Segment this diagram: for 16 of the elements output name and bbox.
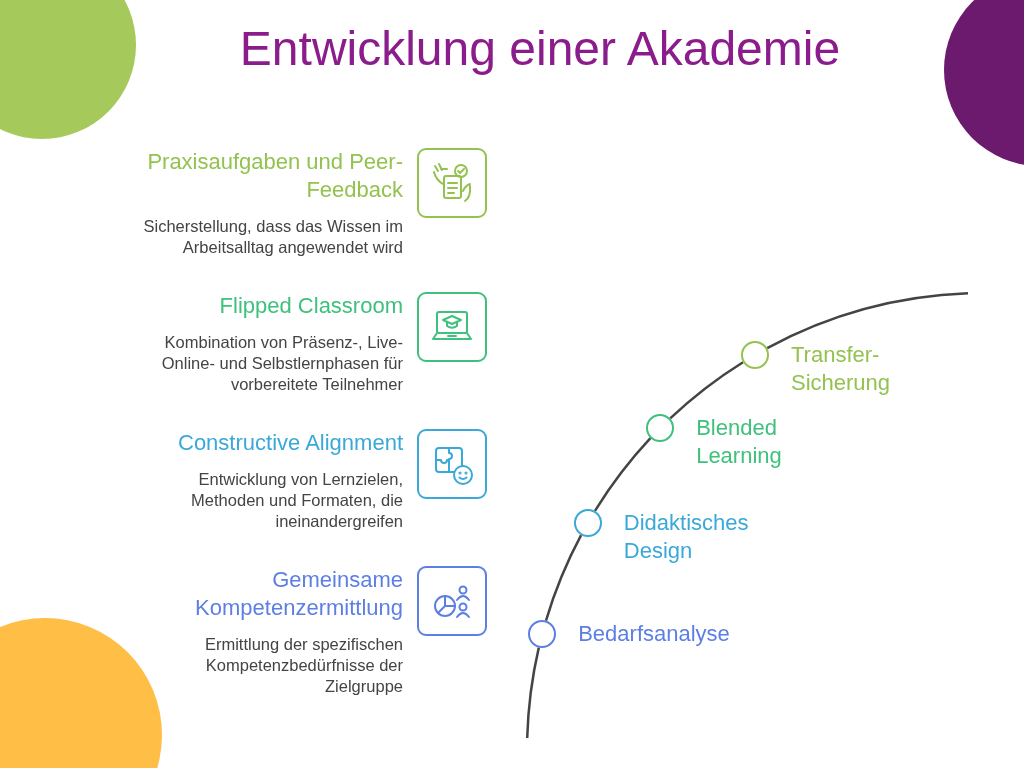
step-title: Flipped Classroom [218,292,403,320]
step-label: Blended Learning [696,414,783,471]
diagram-title: Entwicklung einer Akademie [238,21,842,77]
step-description: Entwicklung von Lernzielen, Methoden und Formaten, die ineinandergreifen [190,469,403,532]
step-label: Bedarfsanalyse [578,620,731,649]
step-title: Gemeinsame Kompetenzermittlung [194,566,403,622]
step-title: Constructive Alignment [177,429,403,457]
curve-segment [525,647,541,739]
step-label: Transfer-Sicherung [790,340,892,397]
step-label: Didaktisches Design [623,508,750,565]
step-description: Ermittlung der spezifischen Kompetenzbedürfnisse der Zielgruppe [203,634,403,697]
step-description: Sicherstellung, dass das Wissen im Arbeitsalltag angewendet wird [142,216,403,258]
curve-segment [669,361,744,420]
step-description: Kombination von Präsenz-, Live-Online- und Selbstlernphasen für vorbereitete Teilnehmer [160,332,403,395]
step-title: Praxisaufgaben und Peer-Feedback [146,148,403,204]
curve-segment [544,534,583,621]
